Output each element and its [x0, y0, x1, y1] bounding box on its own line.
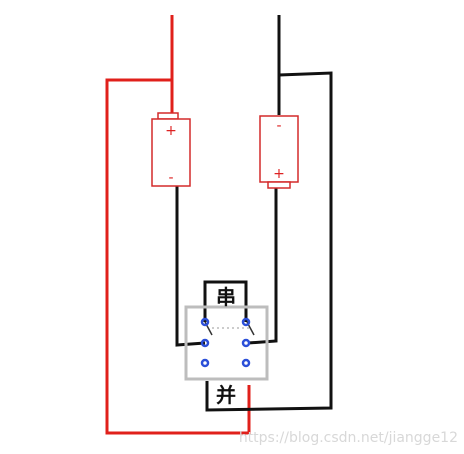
- terminal-bottom-right: [241, 358, 251, 368]
- switch: 串 并: [184, 285, 269, 407]
- battery-left-body: [151, 118, 191, 187]
- battery-right: - +: [259, 115, 299, 189]
- black-wire-right-battery-to-switch: [247, 188, 278, 345]
- battery-left: + -: [151, 112, 191, 187]
- battery-right-minus-sign: -: [276, 118, 281, 134]
- black-wire-series-link: [203, 280, 248, 322]
- terminal-top-left: [200, 317, 210, 327]
- black-wire-left-battery-to-switch: [175, 186, 206, 347]
- terminal-mid-right: [241, 338, 251, 348]
- battery-right-cap: [267, 181, 291, 189]
- battery-left-plus-sign: +: [165, 123, 177, 139]
- red-wire-left-loop: [105, 78, 251, 435]
- label-series: 串: [216, 285, 236, 309]
- switch-box: [184, 305, 269, 381]
- black-wire-right-loop: [205, 71, 333, 412]
- terminal-top-right: [241, 317, 251, 327]
- label-parallel: 并: [216, 383, 236, 407]
- watermark: https://blog.csdn.net/jiangge12: [239, 430, 458, 446]
- red-wire-group: [105, 15, 251, 435]
- terminal-bottom-left: [200, 358, 210, 368]
- battery-right-plus-sign: +: [273, 166, 285, 182]
- black-wire-group: [175, 15, 333, 412]
- battery-left-minus-sign: -: [168, 170, 173, 186]
- terminal-mid-left: [200, 338, 210, 348]
- battery-left-cap: [157, 112, 179, 120]
